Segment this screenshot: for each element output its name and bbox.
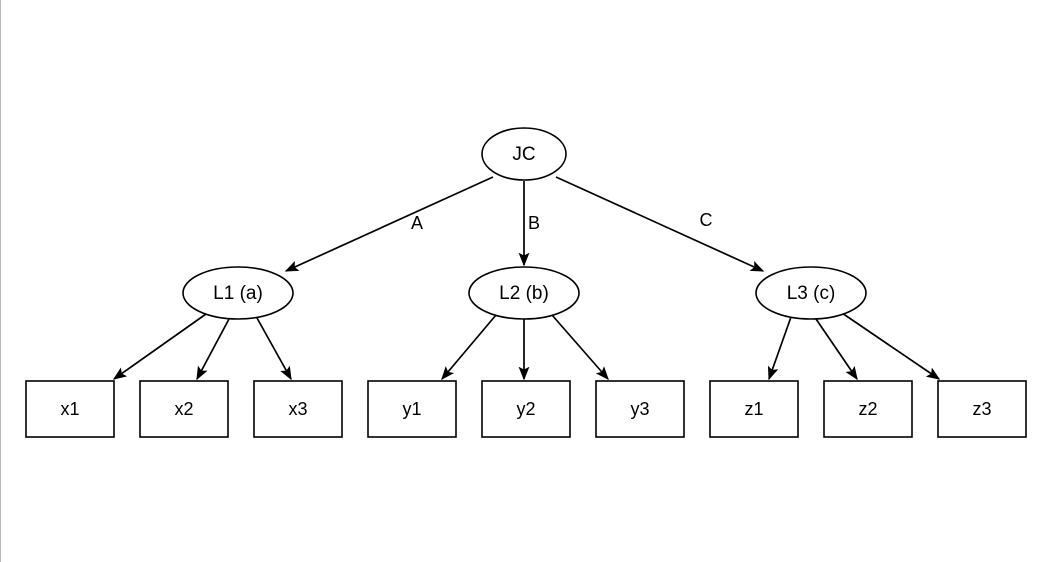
node-l2-shape xyxy=(468,266,580,320)
node-z3-shape xyxy=(937,380,1027,438)
edge-l1-to-x2 xyxy=(196,318,230,381)
node-y1-label: y1 xyxy=(402,399,421,419)
node-z1-shape xyxy=(709,380,799,438)
edges-layer xyxy=(112,176,941,381)
nodes-layer: JC L1 (a) L2 (b) L3 (c) x1 x2 x3 y1 y2 y3 z1 z2 z3 xyxy=(25,127,1027,438)
node-y2-shape xyxy=(481,380,571,438)
node-x3[interactable]: x3 xyxy=(253,380,343,438)
node-l2[interactable]: L2 (b) xyxy=(468,266,580,320)
node-z3[interactable]: z3 xyxy=(937,380,1027,438)
node-y1[interactable]: y1 xyxy=(367,380,457,438)
edge-label-b: B xyxy=(528,213,540,233)
edge-l2-to-y1 xyxy=(441,314,497,381)
edge-labels-layer: A B C xyxy=(411,210,713,233)
node-y2[interactable]: y2 xyxy=(481,380,571,438)
node-jc[interactable]: JC xyxy=(481,127,567,181)
node-l1-label: L1 (a) xyxy=(213,283,263,304)
edge-label-a: A xyxy=(411,213,423,233)
edge-jc-to-l3 xyxy=(555,176,765,272)
node-l3[interactable]: L3 (c) xyxy=(755,266,867,320)
node-z3-label: z3 xyxy=(972,399,991,419)
node-l3-label: L3 (c) xyxy=(787,283,836,304)
node-z1-label: z1 xyxy=(744,399,763,419)
node-z2[interactable]: z2 xyxy=(823,380,913,438)
node-x2-label: x2 xyxy=(174,399,193,419)
node-x2[interactable]: x2 xyxy=(139,380,229,438)
node-l2-label: L2 (b) xyxy=(499,283,549,304)
node-y2-label: y2 xyxy=(516,399,535,419)
edge-l3-to-z3 xyxy=(841,312,941,380)
node-x1[interactable]: x1 xyxy=(25,380,115,438)
node-x1-shape xyxy=(25,380,115,438)
node-z2-label: z2 xyxy=(858,399,877,419)
edge-l2-to-y3 xyxy=(551,314,609,381)
node-y1-shape xyxy=(367,380,457,438)
node-jc-label: JC xyxy=(512,144,535,165)
edge-jc-to-l1 xyxy=(284,176,494,272)
node-y3-label: y3 xyxy=(630,399,649,419)
node-z2-shape xyxy=(823,380,913,438)
edge-l3-to-z2 xyxy=(815,318,858,381)
node-jc-shape xyxy=(481,127,567,181)
node-x3-label: x3 xyxy=(288,399,307,419)
node-y3-shape xyxy=(595,380,685,438)
edge-l1-to-x1 xyxy=(112,313,207,380)
node-y3[interactable]: y3 xyxy=(595,380,685,438)
node-x2-shape xyxy=(139,380,229,438)
node-z1[interactable]: z1 xyxy=(709,380,799,438)
node-x3-shape xyxy=(253,380,343,438)
node-l1-shape xyxy=(182,266,294,320)
node-l1[interactable]: L1 (a) xyxy=(182,266,294,320)
node-l3-shape xyxy=(755,266,867,320)
edge-label-c: C xyxy=(700,210,713,230)
node-x1-label: x1 xyxy=(60,399,79,419)
edge-l3-to-z1 xyxy=(767,316,792,381)
edge-l1-to-x3 xyxy=(256,317,292,381)
